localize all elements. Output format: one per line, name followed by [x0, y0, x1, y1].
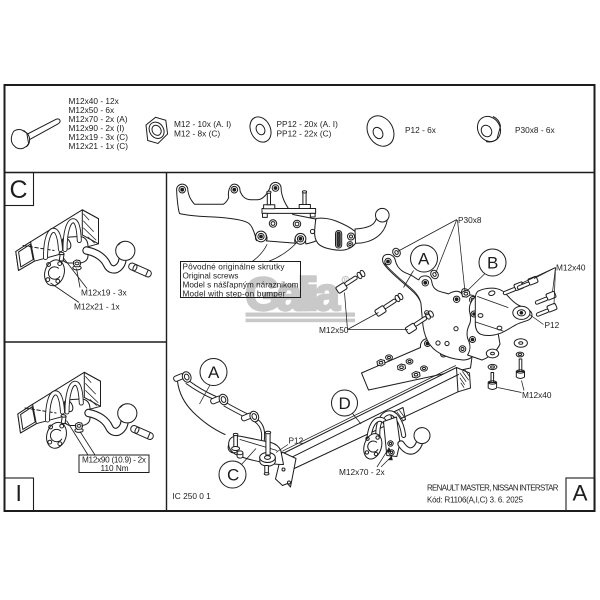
svg-text:M12x90 (10.9) - 2x: M12x90 (10.9) - 2x: [82, 455, 146, 464]
svg-text:M12 - 10x (A. I): M12 - 10x (A. I): [174, 119, 231, 129]
svg-text:Model s nášľapným náraznikom: Model s nášľapným náraznikom: [183, 280, 299, 289]
svg-text:P30x8 - 6x: P30x8 - 6x: [515, 125, 556, 135]
svg-text:M12x90 - 2x (I): M12x90 - 2x (I): [69, 123, 125, 133]
svg-text:Pôvodné originálne skrutky: Pôvodné originálne skrutky: [183, 262, 286, 271]
svg-text:P12: P12: [289, 436, 304, 446]
svg-text:A: A: [208, 363, 220, 382]
svg-text:P12: P12: [545, 320, 560, 330]
svg-text:Model with step-on bumper: Model with step-on bumper: [183, 289, 286, 298]
svg-text:I: I: [16, 480, 22, 506]
svg-text:B: B: [487, 254, 498, 273]
svg-text:M12x70 - 2x: M12x70 - 2x: [339, 467, 386, 477]
svg-text:A: A: [418, 250, 430, 269]
svg-text:M12x19 - 3x (C): M12x19 - 3x (C): [69, 132, 129, 142]
svg-text:M12x50 - 6x: M12x50 - 6x: [69, 105, 116, 115]
svg-text:PP12 - 20x (A. I): PP12 - 20x (A. I): [277, 119, 339, 129]
svg-text:Original screws: Original screws: [183, 271, 239, 280]
svg-text:P12 - 6x: P12 - 6x: [405, 125, 437, 135]
svg-text:M12x40 - 12x: M12x40 - 12x: [69, 96, 120, 106]
svg-text:R: R: [344, 278, 348, 284]
svg-text:A: A: [573, 481, 588, 506]
svg-text:P30x8: P30x8: [458, 215, 482, 225]
svg-text:M12x50: M12x50: [319, 325, 349, 335]
svg-text:D: D: [339, 394, 351, 413]
svg-text:Kód: R1106(A,I,C) 3. 6. 2025: Kód: R1106(A,I,C) 3. 6. 2025: [427, 496, 524, 505]
svg-text:M12x40: M12x40: [522, 390, 552, 400]
svg-text:C: C: [10, 176, 28, 204]
svg-text:IC 250 0 1: IC 250 0 1: [173, 491, 212, 501]
svg-text:C: C: [227, 466, 239, 485]
svg-text:RENAULT MASTER, NISSAN INTERST: RENAULT MASTER, NISSAN INTERSTAR: [427, 484, 559, 493]
svg-text:M12x70 - 2x (A): M12x70 - 2x (A): [69, 114, 128, 124]
svg-text:M12x19 - 3x: M12x19 - 3x: [81, 288, 128, 298]
svg-text:M12x40: M12x40: [556, 263, 586, 273]
svg-text:Galia: Galia: [245, 268, 340, 320]
svg-text:M12 - 8x (C): M12 - 8x (C): [174, 129, 220, 139]
svg-text:M12x21 - 1x (C): M12x21 - 1x (C): [69, 141, 129, 151]
svg-text:110 Nm: 110 Nm: [101, 464, 129, 473]
svg-text:M12x21 - 1x: M12x21 - 1x: [74, 302, 121, 312]
svg-text:PP12 - 22x (C): PP12 - 22x (C): [277, 129, 332, 139]
